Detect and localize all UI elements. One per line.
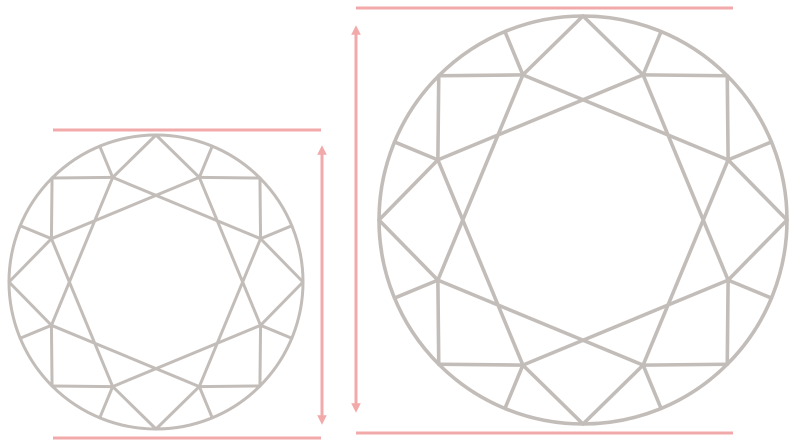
- facet-line: [154, 133, 201, 179]
- facet-line: [392, 140, 440, 162]
- facet-line: [726, 140, 774, 162]
- facet-line: [197, 144, 214, 179]
- facet-line: [726, 278, 774, 300]
- star-chord-line: [111, 175, 263, 241]
- facet-line: [258, 323, 263, 388]
- facet-line: [197, 175, 262, 180]
- star-chord-line: [49, 175, 201, 241]
- facet-line: [197, 384, 262, 389]
- star-chord-line: [436, 73, 645, 162]
- star-chord-line: [111, 323, 263, 389]
- star-chord-line: [521, 278, 730, 367]
- star-chord-line: [641, 158, 730, 367]
- facet-line: [436, 362, 525, 367]
- small-diamond: [7, 133, 305, 431]
- star-chord-line: [49, 237, 115, 389]
- facet-line: [259, 237, 305, 284]
- facet-line: [436, 73, 441, 162]
- facet-line: [259, 224, 294, 241]
- facet-line: [521, 14, 585, 77]
- facet-line: [726, 158, 789, 222]
- facet-line: [377, 218, 440, 282]
- facet-line: [725, 278, 730, 367]
- facet-line: [641, 362, 730, 367]
- facet-line: [18, 224, 53, 241]
- facet-line: [377, 158, 440, 222]
- facet-line: [98, 144, 115, 179]
- facet-line: [521, 363, 585, 426]
- star-chord-line: [641, 73, 730, 282]
- facet-line: [49, 323, 54, 388]
- facet-line: [726, 218, 789, 282]
- facet-line: [436, 73, 525, 78]
- star-chord-line: [49, 175, 115, 327]
- facet-line: [50, 384, 115, 389]
- facet-line: [98, 385, 115, 420]
- facet-line: [641, 363, 663, 411]
- star-chord-line: [197, 237, 263, 389]
- facet-line: [392, 278, 440, 300]
- facet-line: [436, 278, 441, 367]
- star-chord-line: [436, 278, 645, 367]
- facet-line: [581, 14, 645, 77]
- star-chord-line: [197, 175, 263, 327]
- facet-line: [259, 280, 305, 327]
- facet-line: [18, 323, 53, 340]
- size-measurements: [53, 6, 733, 440]
- facet-line: [7, 237, 53, 284]
- facet-line: [7, 280, 53, 327]
- facet-line: [259, 323, 294, 340]
- facet-line: [258, 176, 263, 241]
- star-chord-line: [49, 323, 201, 389]
- star-chord-line: [521, 73, 730, 162]
- facet-line: [581, 363, 645, 426]
- facet-line: [49, 176, 54, 241]
- facet-line: [111, 385, 158, 431]
- facet-line: [503, 29, 525, 77]
- facet-line: [50, 175, 115, 180]
- facet-line: [641, 73, 730, 78]
- large-diamond: [377, 14, 789, 426]
- facet-line: [111, 133, 158, 179]
- facet-line: [503, 363, 525, 411]
- star-chord-line: [436, 158, 525, 367]
- facet-line: [154, 385, 201, 431]
- facet-line: [725, 73, 730, 162]
- facet-line: [641, 29, 663, 77]
- star-chord-line: [436, 73, 525, 282]
- facet-line: [197, 385, 214, 420]
